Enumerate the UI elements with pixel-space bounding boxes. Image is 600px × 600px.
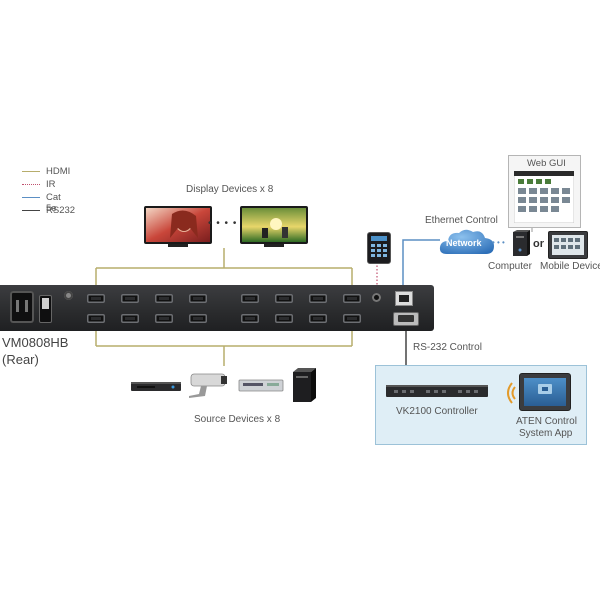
hdmi-input-port xyxy=(189,314,207,323)
device-side-label: (Rear) xyxy=(2,352,39,367)
media-player-icon xyxy=(238,379,284,392)
display-tv-right xyxy=(240,206,308,247)
device-model-label: VM0808HB xyxy=(2,335,69,350)
legend-label: RS232 xyxy=(46,205,76,216)
hdmi-input-port xyxy=(343,314,361,323)
vk2100-label: VK2100 Controller xyxy=(396,406,478,417)
blu-ray-player-icon xyxy=(131,382,181,391)
web-gui-frame: Web GUI xyxy=(508,155,581,228)
hdmi-input-port xyxy=(121,314,139,323)
legend-label: Cat 5e xyxy=(46,192,61,214)
display-devices-label: Display Devices x 8 xyxy=(186,184,274,195)
network-cloud-icon xyxy=(439,229,494,254)
wireless-signal-icon xyxy=(507,382,516,404)
legend-swatch-ir xyxy=(22,184,40,185)
hdmi-input-port xyxy=(275,314,293,323)
web-gui-label: Web GUI xyxy=(527,158,566,169)
power-pin xyxy=(25,300,28,312)
hdmi-output-port xyxy=(155,294,173,303)
power-pin xyxy=(16,300,19,312)
tablet-screen xyxy=(524,378,566,406)
power-inlet xyxy=(10,291,34,323)
ground-screw xyxy=(64,291,73,300)
tv-screen-image xyxy=(146,208,210,242)
rs232-port xyxy=(393,312,419,326)
ethernet-jack xyxy=(399,295,409,302)
legend-swatch-hdmi xyxy=(22,171,40,172)
computer-icon xyxy=(513,230,530,256)
ethernet-control-label: Ethernet Control xyxy=(425,215,498,226)
aten-app-label-line1: ATEN Control xyxy=(516,416,577,427)
hdmi-output-port xyxy=(241,294,259,303)
cctv-camera-icon xyxy=(189,373,227,398)
mobile-screen xyxy=(552,235,584,255)
network-dots: • • • xyxy=(492,238,505,247)
rs232-jack xyxy=(398,315,414,322)
tv-screen-image xyxy=(242,208,306,242)
mobile-device-icon xyxy=(548,231,588,259)
display-tv-left xyxy=(144,206,212,247)
control-system-box: VK2100 Controller ATEN Control System Ap… xyxy=(375,365,587,445)
source-devices-group xyxy=(131,368,316,402)
hdmi-input-port xyxy=(309,314,327,323)
remote-icon xyxy=(371,236,387,257)
tv-separator-dots: • • • • • • • xyxy=(208,218,263,229)
hdmi-output-port xyxy=(189,294,207,303)
legend-label: HDMI xyxy=(46,166,71,177)
aten-app-label-line2: System App xyxy=(519,428,573,439)
ir-remote-control xyxy=(367,232,391,264)
pc-tower-icon xyxy=(293,368,316,402)
computer-label: Computer xyxy=(488,261,532,272)
hdmi-output-port xyxy=(275,294,293,303)
tv-stand xyxy=(264,244,284,247)
hdmi-output-port xyxy=(343,294,361,303)
hdmi-input-port xyxy=(155,314,173,323)
or-label: or xyxy=(533,238,544,250)
ir-port xyxy=(372,293,381,302)
hdmi-output-port xyxy=(87,294,105,303)
vk2100-controller-icon xyxy=(386,385,488,397)
hdmi-output-port xyxy=(121,294,139,303)
hdmi-output-port xyxy=(309,294,327,303)
tablet-icon xyxy=(519,373,571,411)
cat5e-line xyxy=(402,239,440,292)
source-devices-label: Source Devices x 8 xyxy=(194,414,281,425)
tv-stand xyxy=(168,244,188,247)
hdmi-input-port xyxy=(241,314,259,323)
rs232-control-label: RS-232 Control xyxy=(413,342,482,353)
network-label: Network xyxy=(446,238,482,248)
legend-swatch-rs232 xyxy=(22,210,40,211)
legend-label: IR xyxy=(46,179,56,190)
hdmi-input-port xyxy=(87,314,105,323)
power-switch-rocker xyxy=(42,298,49,309)
ethernet-port xyxy=(395,291,413,306)
vm0808hb-rear-panel xyxy=(0,285,434,331)
power-switch xyxy=(39,295,52,323)
web-gui-screenshot xyxy=(514,171,574,223)
legend-swatch-cat5e xyxy=(22,197,40,198)
mobile-device-label: Mobile Device xyxy=(540,261,600,272)
